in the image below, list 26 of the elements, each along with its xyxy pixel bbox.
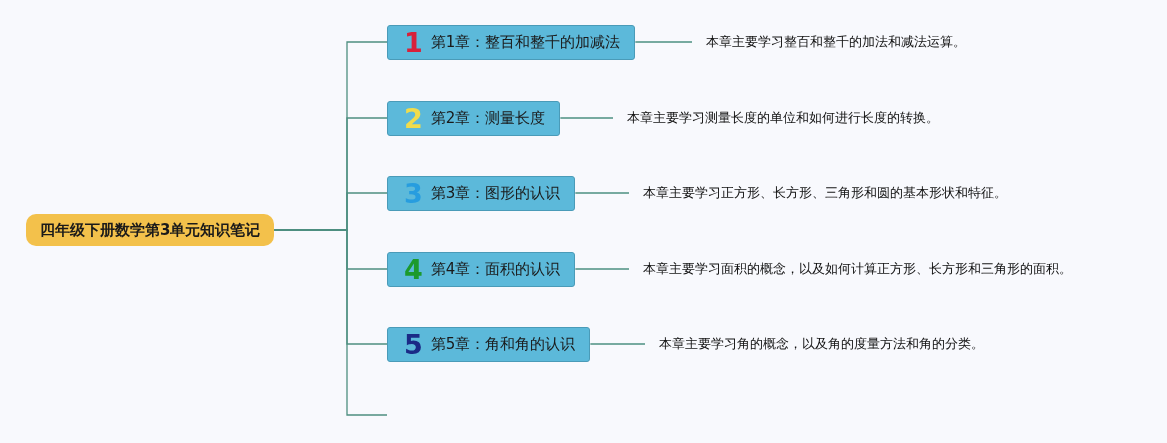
description-text: 本章主要学习正方形、长方形、三角形和圆的基本形状和特征。 <box>629 183 1007 203</box>
chapter-box <box>387 24 636 60</box>
branch-connector <box>273 229 388 416</box>
chapter-box <box>387 326 591 362</box>
chapter-box <box>387 251 576 287</box>
connector-line <box>634 41 693 43</box>
chapter-number: 5 <box>404 328 423 360</box>
description-text: 本章主要学习面积的概念，以及如何计算正方形、长方形和三角形的面积。 <box>629 259 1072 279</box>
connector-line <box>589 343 646 345</box>
description-text: 本章主要学习测量长度的单位和如何进行长度的转换。 <box>613 108 939 128</box>
chapter-title: 第5章：角和角的认识 <box>430 334 576 354</box>
connector-line <box>574 192 630 194</box>
chapter-title: 第3章：图形的认识 <box>430 183 561 203</box>
connector-line <box>559 117 614 119</box>
chapter-number: 2 <box>404 102 423 134</box>
chapter-number: 1 <box>404 26 423 58</box>
description-text: 本章主要学习整百和整千的加法和减法运算。 <box>692 32 966 52</box>
chapter-box <box>387 175 576 211</box>
description-text: 本章主要学习角的概念，以及角的度量方法和角的分类。 <box>645 334 984 354</box>
central-topic-box: 四年级下册数学第3单元知识笔记 <box>26 214 275 246</box>
chapter-title: 第1章：整百和整千的加减法 <box>430 32 621 52</box>
chapter-number: 4 <box>404 253 423 285</box>
chapter-box <box>387 100 561 136</box>
chapter-title: 第4章：面积的认识 <box>430 259 561 279</box>
chapter-title: 第2章：测量长度 <box>430 108 546 128</box>
connector-line <box>574 268 630 270</box>
